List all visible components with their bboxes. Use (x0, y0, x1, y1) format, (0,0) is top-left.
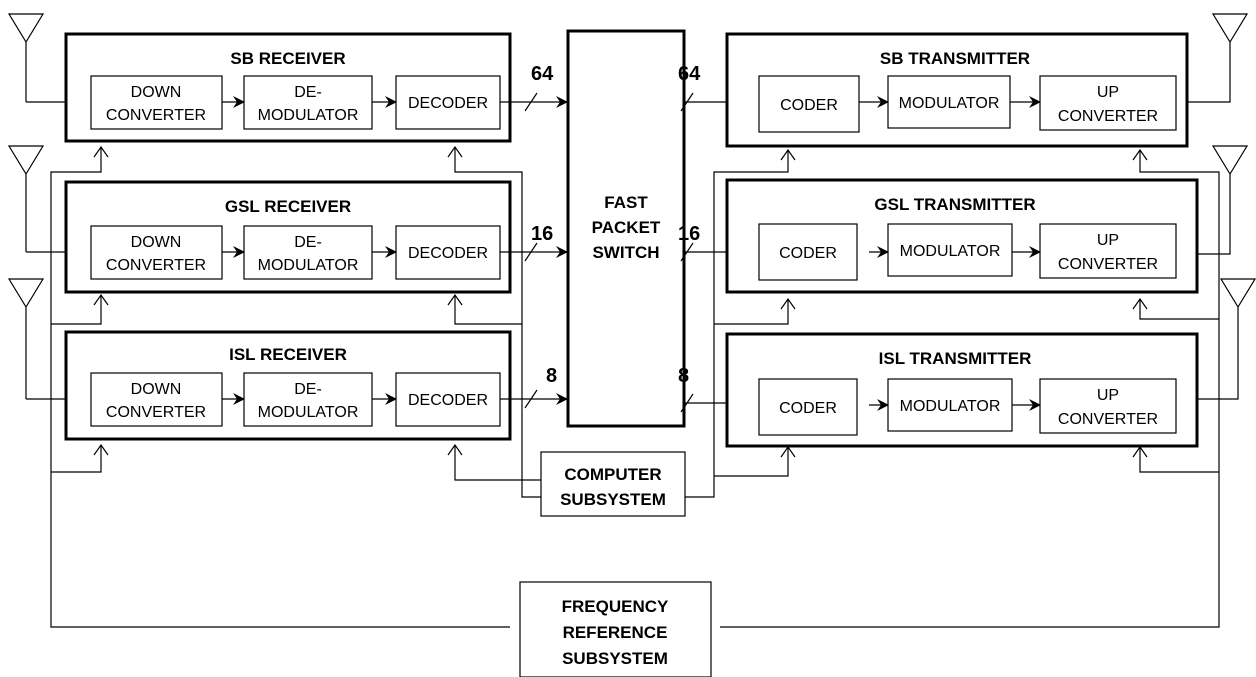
rx-freq-ref-wire (50, 147, 510, 628)
up-converter-line-2: CONVERTER (1058, 108, 1158, 125)
isl-coder: CODER (758, 378, 858, 436)
gsl-up-converter: UP CONVERTER (1039, 223, 1177, 279)
wiring (50, 145, 1220, 628)
frequency-label-line-1: FREQUENCY (562, 597, 669, 616)
computer-label-line-2: SUBSYSTEM (560, 490, 666, 509)
sb-up-converter: UP CONVERTER (1039, 75, 1177, 131)
bus-width-sb-in: 64 (531, 63, 554, 85)
gsl-down-converter: DOWN CONVERTER (90, 225, 223, 280)
tx-gsl-coder-control-wire (714, 299, 789, 325)
gsl-receiver: GSL RECEIVER DOWN CONVERTER DE- MODULATO… (64, 180, 512, 294)
isl-transmitter-title: ISL TRANSMITTER (879, 349, 1032, 368)
rx-buses: 64 16 8 (500, 63, 568, 409)
switch-label-line-1: FAST (604, 193, 648, 212)
control-arrowheads (93, 145, 1148, 458)
isl-modulator: MODULATOR (887, 378, 1013, 432)
bus-width-isl-in: 8 (546, 365, 557, 387)
rx-isl-decoder-control-wire (454, 445, 541, 481)
coder-label: CODER (779, 400, 837, 417)
computer-subsystem: COMPUTER SUBSYSTEM (540, 451, 686, 517)
demodulator-line-1: DE- (294, 234, 322, 251)
isl-receiver: ISL RECEIVER DOWN CONVERTER DE- MODULATO… (64, 330, 512, 441)
sb-decoder: DECODER (395, 75, 501, 130)
isl-decoder: DECODER (395, 372, 501, 427)
sb-receiver: SB RECEIVER DOWN CONVERTER DE- MODULATOR… (64, 32, 512, 143)
decoder-label: DECODER (408, 245, 488, 262)
frequency-reference-subsystem: FREQUENCY REFERENCE SUBSYSTEM (519, 581, 712, 677)
coder-label: CODER (779, 245, 837, 262)
up-converter-line-1: UP (1097, 84, 1119, 101)
up-converter-line-2: CONVERTER (1058, 411, 1158, 428)
modulator-label: MODULATOR (899, 95, 1000, 112)
sb-transmitter-title: SB TRANSMITTER (880, 49, 1030, 68)
down-converter-line-2: CONVERTER (106, 257, 206, 274)
demodulator-line-1: DE- (294, 84, 322, 101)
gsl-transmitter: GSL TRANSMITTER CODER MODULATOR UP CONVE… (725, 178, 1199, 294)
down-converter-line-1: DOWN (131, 84, 182, 101)
sb-modulator: MODULATOR (887, 75, 1011, 129)
isl-receiver-title: ISL RECEIVER (229, 345, 347, 364)
down-converter-line-1: DOWN (131, 381, 182, 398)
tx-isl-coder-control-wire (714, 447, 789, 477)
bus-width-gsl-out: 16 (678, 223, 700, 245)
isl-transmitter: ISL TRANSMITTER CODER MODULATOR UP CONVE… (725, 332, 1199, 448)
sb-transmitter: SB TRANSMITTER CODER MODULATOR UP CONVER… (725, 32, 1189, 148)
rx-isl-freq-wire (51, 445, 102, 473)
gsl-modulator: MODULATOR (887, 223, 1013, 277)
frequency-label-line-2: REFERENCE (563, 623, 668, 642)
up-converter-line-1: UP (1097, 232, 1119, 249)
demodulator-line-2: MODULATOR (258, 404, 359, 421)
up-converter-line-1: UP (1097, 387, 1119, 404)
gsl-transmitter-title: GSL TRANSMITTER (874, 195, 1035, 214)
demodulator-line-2: MODULATOR (258, 257, 359, 274)
frequency-label-line-3: SUBSYSTEM (562, 649, 668, 668)
gsl-demodulator: DE- MODULATOR (243, 225, 373, 280)
bus-width-isl-out: 8 (678, 365, 689, 387)
isl-up-converter: UP CONVERTER (1039, 378, 1177, 434)
fast-packet-switch: FAST PACKET SWITCH (566, 29, 686, 428)
rx-gsl-decoder-control-wire (454, 295, 522, 325)
down-converter-line-1: DOWN (131, 234, 182, 251)
down-converter-line-2: CONVERTER (106, 107, 206, 124)
antennas (7, 13, 1256, 405)
demodulator-line-1: DE- (294, 381, 322, 398)
sb-receiver-title: SB RECEIVER (230, 49, 345, 68)
up-converter-line-2: CONVERTER (1058, 256, 1158, 273)
rx-gsl-freq-wire (51, 295, 102, 325)
decoder-label: DECODER (408, 95, 488, 112)
isl-demodulator: DE- MODULATOR (243, 372, 373, 427)
switch-label-line-3: SWITCH (592, 243, 659, 262)
bus-width-gsl-in: 16 (531, 223, 553, 245)
sb-down-converter: DOWN CONVERTER (90, 75, 223, 130)
bus-width-sb-out: 64 (678, 63, 701, 85)
tx-freq-ref-wire (720, 150, 1220, 628)
gsl-decoder: DECODER (395, 225, 501, 280)
modulator-label: MODULATOR (900, 398, 1001, 415)
decoder-label: DECODER (408, 392, 488, 409)
antenna-sb-transmit (1176, 13, 1249, 103)
gsl-coder: CODER (758, 223, 858, 281)
tx-isl-freq-wire (1139, 447, 1219, 473)
tx-control-wire (685, 150, 789, 498)
rx-control-wire (454, 147, 541, 498)
demodulator-line-2: MODULATOR (258, 107, 359, 124)
gsl-receiver-title: GSL RECEIVER (225, 197, 351, 216)
sb-coder: CODER (758, 75, 860, 133)
coder-label: CODER (780, 97, 838, 114)
computer-label-line-1: COMPUTER (564, 465, 661, 484)
switch-label-line-2: PACKET (592, 218, 661, 237)
down-converter-line-2: CONVERTER (106, 404, 206, 421)
tx-gsl-freq-wire (1139, 299, 1219, 320)
modulator-label: MODULATOR (900, 243, 1001, 260)
sb-demodulator: DE- MODULATOR (243, 75, 373, 130)
isl-down-converter: DOWN CONVERTER (90, 372, 223, 427)
